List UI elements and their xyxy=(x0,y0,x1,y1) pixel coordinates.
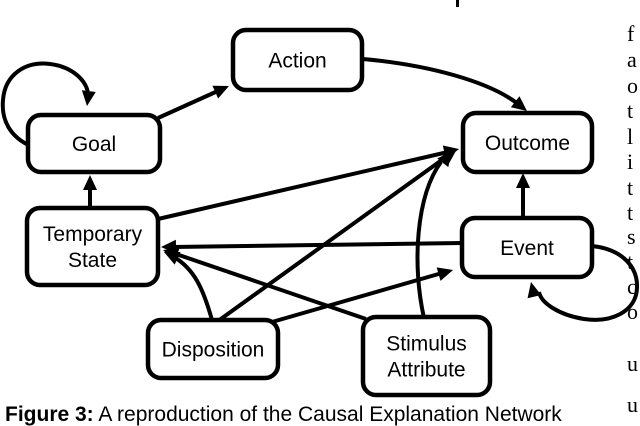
clipped-letter: o xyxy=(627,73,638,98)
clipped-letter: c xyxy=(627,274,637,299)
clipped-letter: u xyxy=(627,392,638,417)
node-label: Stimulus xyxy=(386,333,467,356)
edge-disposition-to-outcome xyxy=(216,149,457,323)
node-label: Event xyxy=(500,237,554,260)
arrowhead-icon xyxy=(212,85,229,99)
figure-caption-number: Figure 3: xyxy=(5,403,94,426)
clipped-letter: s xyxy=(627,224,636,249)
arrowhead-icon xyxy=(437,151,452,168)
edge-stimulus-attribute-to-outcome xyxy=(415,151,452,319)
arrowhead-icon xyxy=(516,173,530,188)
node-action: Action xyxy=(230,27,365,93)
clipped-letter: a xyxy=(627,47,637,72)
clipped-letter: t xyxy=(627,249,634,274)
node-label: Action xyxy=(268,50,326,73)
clipped-letter: f xyxy=(627,21,635,46)
node-label: Temporary xyxy=(43,223,143,246)
edge-stimulus-attribute-to-temporary-state xyxy=(163,248,367,321)
node-label: Outcome xyxy=(485,132,570,155)
node-disposition: Disposition xyxy=(145,317,281,381)
arrowhead-icon xyxy=(510,96,527,111)
figure-caption-text: A reproduction of the Causal Explanation… xyxy=(93,403,562,426)
figure-caption: Figure 3: A reproduction of the Causal E… xyxy=(5,403,635,426)
edge-action-to-outcome xyxy=(362,57,527,111)
edge-disposition-to-event xyxy=(271,267,453,324)
edge-goal-self-loop xyxy=(0,61,96,150)
clipped-letter: u xyxy=(627,351,638,376)
arrowhead-icon xyxy=(164,251,181,265)
arrowhead-icon xyxy=(81,90,96,106)
node-outcome: Outcome xyxy=(460,110,595,175)
arrowhead-icon xyxy=(436,267,453,281)
node-label: Disposition xyxy=(162,339,265,362)
edge-temporary-state-to-goal xyxy=(83,175,97,208)
node-event: Event xyxy=(459,215,595,280)
clipped-letter: t xyxy=(627,98,634,123)
node-goal: Goal xyxy=(25,112,163,175)
node-label: Goal xyxy=(72,133,116,156)
node-label: State xyxy=(68,249,117,272)
arrowhead-icon xyxy=(83,175,97,190)
edge-event-self-loop xyxy=(527,244,640,322)
edge-disposition-to-temporary-state xyxy=(164,251,214,321)
clipped-letter: l xyxy=(627,124,634,149)
arrowhead-icon xyxy=(527,282,542,299)
clipped-letter: o xyxy=(627,299,638,324)
clipped-letter: i xyxy=(627,149,634,174)
edge-goal-to-action xyxy=(157,85,229,120)
edge-event-to-outcome xyxy=(516,173,530,218)
clipped-letter: t xyxy=(627,200,634,225)
clipped-letter: t xyxy=(627,175,634,200)
node-label: Attribute xyxy=(387,359,465,382)
clipped-text-fragment-top xyxy=(456,0,459,7)
